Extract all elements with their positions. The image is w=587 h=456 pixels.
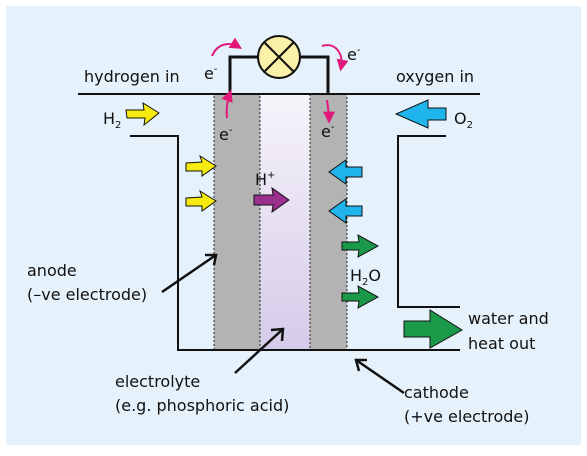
cell-outline (78, 93, 480, 351)
cathode-label: cathode (404, 383, 469, 402)
electrolyte-label: electrolyte (115, 372, 200, 391)
electron-arrow-icon (321, 44, 349, 72)
label-pointers (161, 253, 405, 395)
hydrogen-arrow-icon (185, 154, 217, 177)
proton-arrow-icon (253, 186, 290, 214)
cathode-electrode (309, 93, 348, 351)
o2-formula: O2 (454, 109, 473, 131)
electrolyte-region (260, 94, 310, 350)
water-arrow-icon (341, 234, 380, 258)
water-heat-arrow-icon (403, 309, 463, 349)
oxygen-arrow-icon (328, 159, 363, 185)
anode-label: anode (27, 261, 77, 280)
electron-label-top-right: e- (347, 45, 361, 64)
electron-label-top-left: e- (204, 64, 218, 83)
electron-arrow-icon (322, 99, 335, 124)
oxygen-in-label: oxygen in (396, 67, 474, 86)
electron-label-anode: e- (219, 125, 233, 144)
electrolyte-sublabel: (e.g. phosphoric acid) (115, 396, 289, 415)
hydrogen-ion-label: H+ (255, 170, 275, 189)
water-heat-label: water and (468, 309, 549, 328)
lamp-icon (257, 35, 301, 79)
h2-formula: H2 (103, 109, 121, 131)
water-arrow-icon (341, 285, 380, 309)
external-circuit (228, 55, 330, 94)
anode-sublabel: (–ve electrode) (27, 285, 147, 304)
oxygen-arrow-icon (394, 99, 447, 129)
electron-arrow-icon (221, 89, 233, 119)
electron-label-cathode: e- (321, 122, 335, 141)
water-heat-sublabel: heat out (468, 334, 535, 353)
electron-arrow-icon (211, 37, 243, 57)
hydrogen-arrow-icon (125, 102, 160, 127)
cathode-sublabel: (+ve electrode) (404, 407, 530, 426)
anode-electrode (213, 93, 261, 351)
oxygen-arrow-icon (328, 198, 363, 224)
hydrogen-in-label: hydrogen in (84, 67, 180, 86)
hydrogen-arrow-icon (185, 189, 217, 212)
water-formula: H2O (350, 266, 381, 288)
